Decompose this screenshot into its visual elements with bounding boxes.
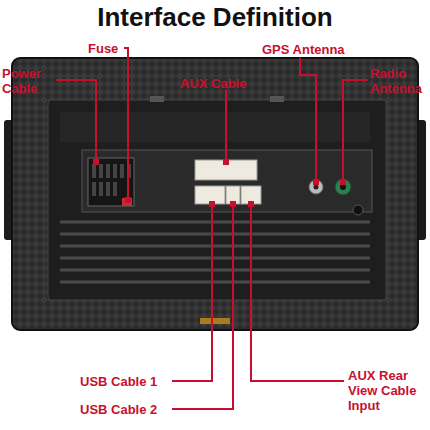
part-label: Fuse [88, 41, 128, 56]
part-label: USB Cable 1 [80, 374, 172, 389]
part-label: AUX Rear View Cable Input [348, 368, 428, 413]
part-label: USB Cable 2 [80, 402, 172, 417]
title: Interface Definition [0, 2, 430, 33]
part-label: AUX Cable [180, 76, 270, 91]
outer-panel [12, 58, 418, 330]
part-label: Power Cable [2, 66, 54, 96]
connector-area [82, 150, 372, 212]
part-label: GPS Antenna [262, 42, 352, 57]
part-label: Radio Antenna [370, 66, 428, 96]
heat-sink [60, 222, 370, 282]
radio-socket [335, 179, 351, 195]
fuse [122, 198, 132, 206]
back-housing [48, 100, 386, 300]
aux-connector [195, 160, 257, 180]
leader-lines [56, 48, 368, 409]
gps-socket [309, 180, 323, 194]
